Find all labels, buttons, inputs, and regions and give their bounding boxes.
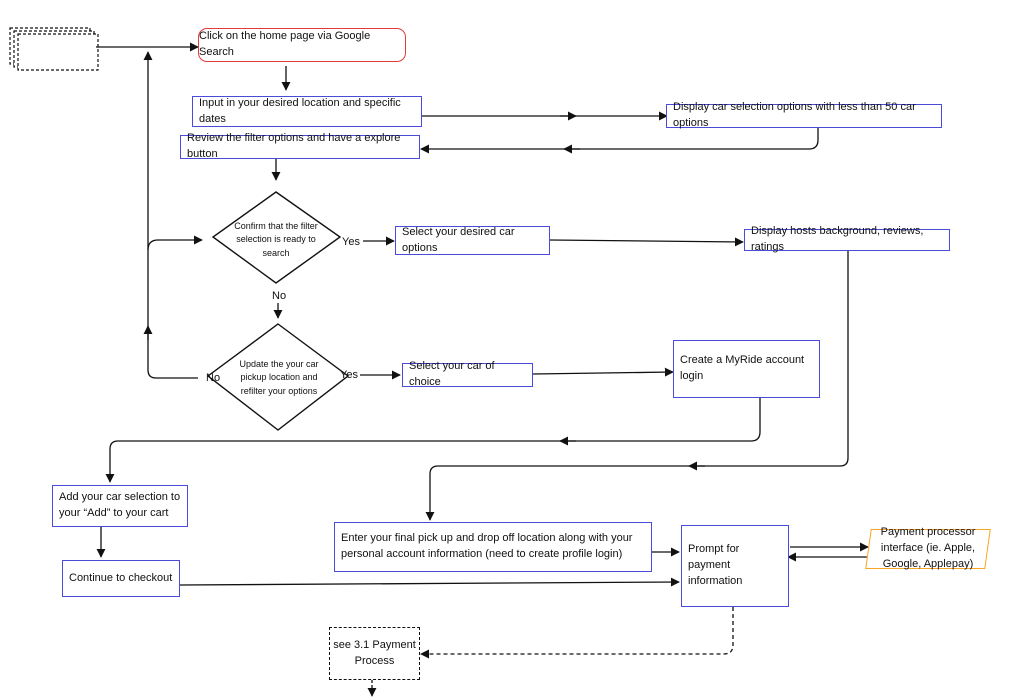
confirm-no-label: No	[272, 290, 287, 302]
arrow-choice-to-account	[532, 367, 674, 377]
arrow-desired-to-hosts	[549, 237, 744, 247]
confirm-filter-diamond	[211, 191, 342, 284]
select-desired-node: Select your desired car options	[395, 226, 550, 255]
confirm-yes-label: Yes	[342, 236, 360, 248]
enter-final-node: Enter your final pick up and drop off lo…	[334, 522, 652, 572]
update-pickup-diamond	[206, 323, 350, 431]
start-document-shape	[9, 27, 99, 71]
continue-checkout-node: Continue to checkout	[62, 560, 180, 597]
add-to-cart-node: Add your car selection to your “Add” to …	[52, 485, 188, 527]
arrow-hosts-to-enter	[425, 250, 849, 521]
update-yes-label: Yes	[340, 369, 358, 381]
see-payment-node: see 3.1 Payment Process	[329, 627, 420, 680]
confirm-filter-text: Confirm that the filter selection is rea…	[234, 221, 318, 258]
arrow-account-to-cart	[105, 398, 761, 483]
arrow-update-no-loop	[143, 51, 198, 379]
payment-processor-node: Payment processor interface (ie. Apple, …	[865, 526, 991, 570]
arrow-display-to-review	[420, 128, 819, 154]
arrow-checkout-to-prompt	[179, 577, 680, 587]
display-hosts-node: Display hosts background, reviews, ratin…	[744, 225, 950, 253]
prompt-payment-node: Prompt for payment information	[681, 525, 789, 607]
select-choice-node: Select your car of choice	[402, 360, 533, 388]
display-options-node: Display car selection options with less …	[666, 101, 942, 129]
create-account-node: Create a MyRide account login	[673, 340, 820, 398]
input-location-node: Input in your desired location and speci…	[192, 96, 422, 127]
arrow-loop-to-confirm	[147, 235, 203, 251]
update-pickup-text: Update the your car pickup location and …	[239, 359, 319, 396]
arrow-prompt-to-payment	[420, 607, 734, 659]
review-filter-node: Review the filter options and have a exp…	[180, 132, 420, 160]
payment-processor-label: Payment processor interface (ie. Apple, …	[880, 526, 976, 570]
update-no-label: No	[206, 372, 221, 384]
home-page-node: Click on the home page via Google Search	[198, 28, 406, 62]
